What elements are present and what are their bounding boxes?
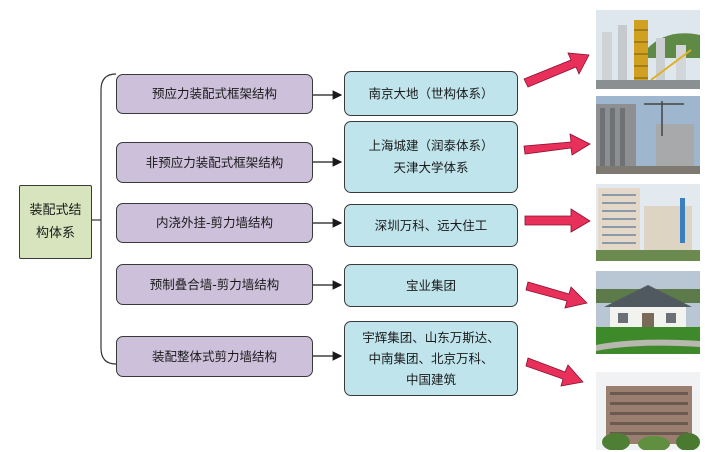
company-node-5: 宇辉集团、山东万斯达、 中南集团、北京万科、 中国建筑	[344, 321, 518, 396]
company-node-3: 深圳万科、远大住工	[344, 204, 518, 247]
company-label: 南京大地（世构体系）	[368, 85, 494, 101]
pink-arrow-3	[524, 208, 591, 233]
company-label: 天津大学体系	[393, 160, 469, 175]
company-label: 中南集团、北京万科、	[368, 351, 494, 366]
type-node-1: 预应力装配式框架结构	[116, 74, 313, 114]
type-node-3: 内浇外挂-剪力墙结构	[116, 203, 313, 243]
tree-bracket	[100, 73, 117, 365]
type-node-2: 非预应力装配式框架结构	[116, 142, 313, 183]
root-node: 装配式结 构体系	[19, 185, 92, 259]
type-label: 内浇外挂-剪力墙结构	[155, 215, 273, 230]
type-node-5: 装配整体式剪力墙结构	[116, 336, 313, 377]
company-label: 宇辉集团、山东万斯达、	[362, 330, 500, 345]
photo-house-lawn	[596, 271, 700, 354]
type-node-4: 预制叠合墙-剪力墙结构	[116, 264, 313, 305]
photo-construction-site	[596, 10, 700, 89]
type-label: 预应力装配式框架结构	[151, 86, 277, 101]
company-node-2: 上海城建（润泰体系） 天津大学体系	[344, 121, 518, 193]
type-label: 装配整体式剪力墙结构	[151, 348, 277, 364]
photo-shear-wall-building	[596, 372, 700, 450]
company-label: 上海城建（润泰体系）	[368, 138, 494, 153]
type-label: 非预应力装配式框架结构	[145, 154, 284, 170]
root-label-line2: 构体系	[35, 226, 75, 241]
type-label: 预制叠合墙-剪力墙结构	[149, 276, 280, 292]
root-label-line1: 装配式结	[29, 203, 82, 218]
pink-arrow-5	[525, 357, 584, 387]
company-label: 深圳万科、远大住工	[374, 217, 488, 233]
company-node-1: 南京大地（世构体系）	[344, 71, 518, 116]
pink-arrow-4	[525, 281, 588, 309]
pink-arrow-2	[523, 133, 591, 156]
pink-arrow-1	[523, 52, 590, 88]
company-label: 宝业集团	[405, 277, 456, 293]
photo-residential-towers	[596, 184, 700, 261]
company-node-4: 宝业集团	[344, 264, 518, 307]
photo-highrise-framework	[596, 96, 700, 174]
company-label: 中国建筑	[405, 372, 456, 387]
